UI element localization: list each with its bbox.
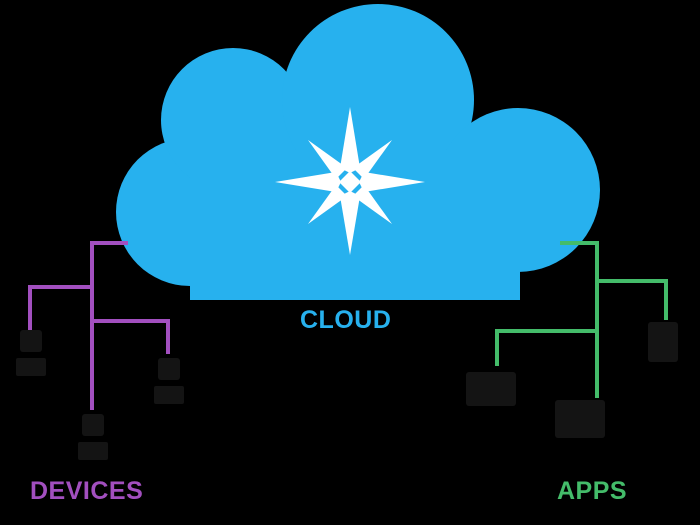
cloud-label: CLOUD [300, 306, 392, 334]
device-connectors [28, 241, 170, 410]
device-icon [16, 330, 46, 376]
app-connectors [495, 241, 668, 398]
device-connector-left [28, 285, 92, 330]
app-icon [648, 322, 678, 362]
devices-label: DEVICES [30, 477, 144, 505]
app-icon [466, 372, 516, 406]
device-icon [78, 414, 108, 460]
device-connector-right [92, 319, 170, 354]
device-icon [154, 358, 184, 404]
app-connector-main [560, 241, 599, 398]
device-connector-main [90, 241, 128, 410]
app-connector-right [597, 279, 668, 320]
compass-star-icon [275, 107, 425, 255]
app-connector-left [495, 329, 597, 366]
cloud-shape [116, 4, 600, 300]
app-icon [555, 400, 605, 438]
apps-label: APPS [557, 477, 628, 505]
